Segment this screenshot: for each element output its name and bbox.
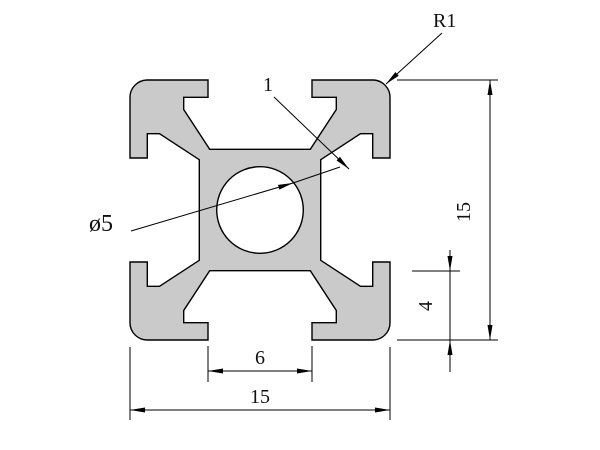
dim-label-slot-width: 6 [255, 347, 265, 369]
dim-slot-depth: 4 [412, 250, 460, 372]
dim-hole-diameter: ø5 [89, 166, 341, 237]
dim-wall-thickness: 1 [263, 74, 350, 170]
dim-label-slot-depth: 4 [415, 301, 437, 311]
leader-line-hole-extension [292, 166, 341, 184]
dim-label-hole-diameter: ø5 [89, 211, 113, 237]
leader-line-r1 [385, 32, 443, 85]
dim-overall-width: 15 [129, 347, 391, 420]
leader-line-wall [273, 96, 350, 170]
dim-overall-height: 15 [397, 79, 498, 341]
center-bore-hole [215, 165, 304, 254]
dim-label-overall-width: 15 [250, 386, 270, 408]
dim-label-overall-height: 15 [453, 202, 475, 222]
dim-label-wall-thickness: 1 [263, 74, 273, 96]
leader-line-hole [130, 182, 294, 232]
dim-corner-radius: R1 [385, 10, 456, 85]
dim-slot-width: 6 [207, 346, 313, 382]
dim-label-corner-radius: R1 [433, 10, 456, 32]
